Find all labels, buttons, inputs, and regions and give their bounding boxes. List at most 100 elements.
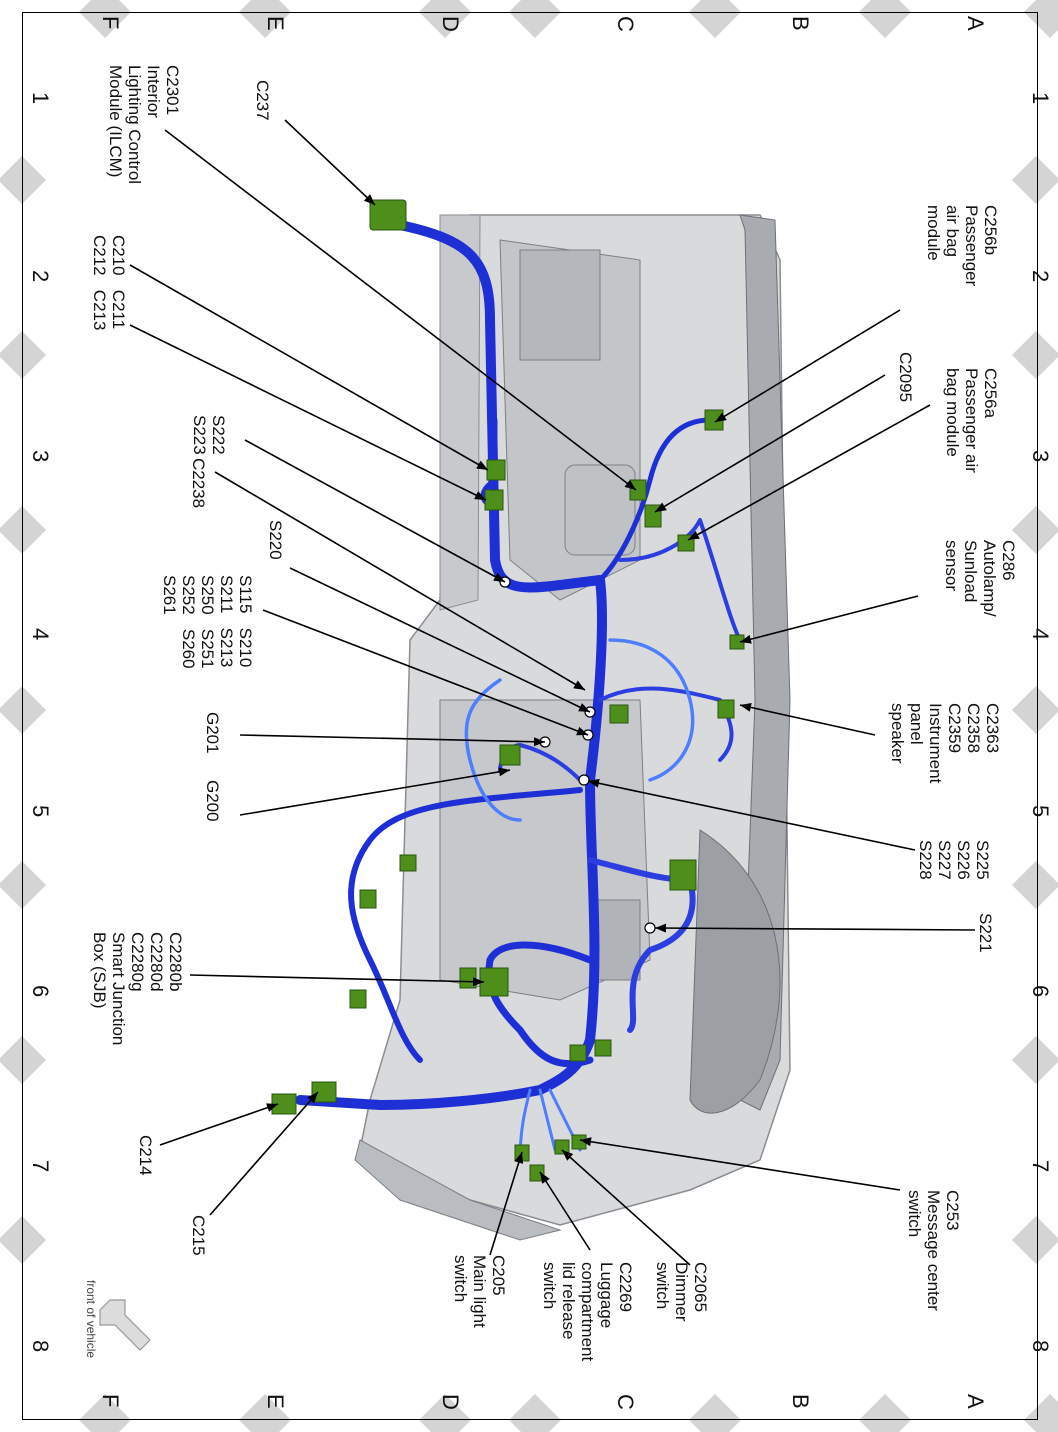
leader-s222: [244, 439, 506, 583]
grid-row-label-bottom: F: [98, 1394, 123, 1408]
label-c256a: C256a Passenger air bag module: [943, 368, 1000, 473]
branch-autolamp: [618, 518, 742, 642]
leader-c2363: [739, 704, 876, 736]
grid-row-label-top: D: [438, 16, 463, 32]
label-c210: C210 C211 C212 C213: [90, 235, 128, 331]
label-c256b: C256b Passenger air bag module: [924, 205, 1000, 287]
leader-s221: [654, 927, 976, 931]
border-diamond: [419, 1394, 471, 1432]
leader-arrowheads: [266, 194, 752, 1184]
leader-c2238: [214, 471, 586, 691]
grid-row-label-bottom: E: [263, 1394, 288, 1409]
connector-lower-2: [594, 1039, 612, 1057]
leader-c215: [209, 1091, 319, 1216]
connector-sjb-2: [459, 967, 477, 989]
border-diamond: [79, 1394, 131, 1432]
airbag-housing: [564, 464, 636, 556]
splice-s225: [578, 774, 590, 786]
grid-col-label-right: 6: [1028, 985, 1053, 998]
border-diamond: [509, 1394, 561, 1432]
label-s225: S225 S226 S227 S228: [916, 840, 992, 880]
label-c2065: C2065 Dimmer switch: [653, 1262, 710, 1322]
border-diamond: [1012, 1216, 1058, 1264]
connector-s221-area: [669, 859, 697, 891]
grid-col-label-left: 4: [28, 628, 53, 641]
arrowhead: [624, 479, 636, 490]
front-of-vehicle-arrow-icon: [99, 1299, 151, 1351]
grid-row-label-bottom: A: [963, 1394, 988, 1409]
arrowhead: [540, 1172, 550, 1184]
border-diamond: [689, 0, 741, 38]
border-diamond: [1012, 686, 1058, 734]
leader-c286: [739, 595, 919, 643]
leader-c253: [579, 1139, 901, 1191]
arrowhead: [588, 778, 600, 788]
arrowhead: [493, 572, 505, 582]
grid-col-label-right: 2: [1028, 270, 1053, 283]
grid-col-label-left: 3: [28, 450, 53, 463]
leader-c2065: [561, 1149, 691, 1266]
label-c237: C237: [253, 80, 272, 121]
label-c2269: C2269 Luggage compartment lid release sw…: [540, 1262, 635, 1362]
connector-left-1: [359, 889, 377, 909]
border-diamond: [419, 0, 471, 38]
grid-col-label-left: 1: [28, 92, 53, 105]
leader-c256b: [714, 309, 901, 423]
connector-center-2: [609, 704, 629, 724]
border-diamond: [1012, 861, 1058, 909]
leader-c2301: [164, 129, 637, 491]
branch-speaker: [598, 686, 734, 762]
leader-s220: [289, 567, 591, 713]
label-s222: S222 S223: [190, 415, 228, 455]
leader-g200: [239, 769, 511, 816]
border-diamond: [0, 686, 46, 734]
border-diamond: [1012, 1036, 1058, 1084]
label-c214: C214: [136, 1135, 155, 1176]
border-diamond: [859, 1394, 911, 1432]
border-diamond: [0, 1036, 46, 1084]
label-c2095: C2095: [896, 352, 915, 403]
diagram-frame: [22, 12, 1038, 1420]
grid-col-label-right: 1: [1028, 92, 1053, 105]
grid-col-label-right: 8: [1028, 1340, 1053, 1353]
branch-center-loop: [464, 678, 522, 822]
grid-row-label-top: A: [963, 16, 988, 31]
leader-c256a: [687, 404, 931, 541]
grid-row-label-top: B: [788, 16, 813, 31]
grid-row-label-bottom: B: [788, 1394, 813, 1409]
arrowhead: [740, 702, 752, 712]
leader-s115: [262, 609, 589, 736]
border-diamond: [0, 1216, 46, 1264]
grid-row-label-top: C: [613, 16, 638, 32]
border-diamond: [0, 506, 46, 554]
arrowhead: [514, 1152, 524, 1164]
arrowhead: [562, 1150, 574, 1161]
connector-sjb: [479, 967, 509, 997]
front-of-vehicle-label: front of vehicle: [84, 1280, 98, 1359]
arrowhead: [573, 680, 585, 690]
leader-c2269: [539, 1171, 591, 1251]
border-diamond: [689, 1394, 741, 1432]
connector-c2301: [629, 479, 647, 501]
arrowhead: [715, 412, 727, 422]
arrowhead: [740, 634, 752, 644]
connector-c2363: [717, 699, 735, 719]
arrowhead: [688, 530, 700, 540]
connectors: [271, 199, 745, 1182]
label-c253: C253 Message center switch: [905, 1190, 962, 1311]
arrowhead: [474, 491, 486, 500]
leader-c237: [284, 119, 376, 206]
leader-c2095: [654, 374, 886, 513]
leader-s225: [587, 780, 916, 851]
arrowhead: [578, 703, 590, 712]
border-diamond: [239, 1394, 291, 1432]
grid-row-label-top: E: [263, 16, 288, 31]
connector-c2269: [529, 1164, 545, 1182]
label-c215: C215: [189, 1215, 208, 1256]
arrowhead: [655, 502, 667, 512]
border-diamond: [1012, 506, 1058, 554]
arrowhead: [576, 726, 588, 736]
leader-c212: [129, 324, 487, 501]
